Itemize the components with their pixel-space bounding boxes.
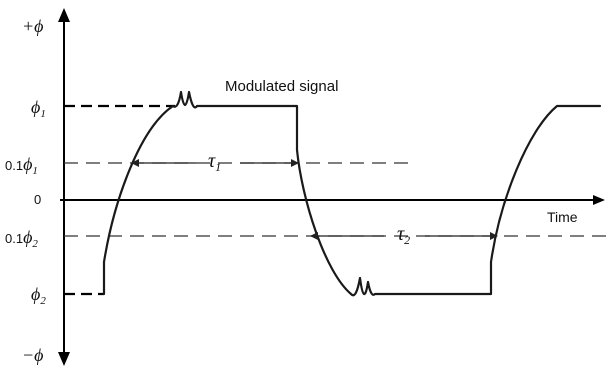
time-axis bbox=[60, 195, 605, 205]
tenth-phi2-label: 0.1ϕ2 bbox=[5, 227, 38, 250]
modulated-signal-waveform bbox=[102, 90, 602, 297]
tau2-label: τ2 bbox=[397, 223, 410, 247]
time-axis-label: Time bbox=[547, 209, 578, 225]
phi1-label: ϕ1 bbox=[31, 97, 46, 120]
phi2-label: ϕ2 bbox=[31, 284, 46, 307]
y-axis-bottom-label: −ϕ bbox=[22, 345, 43, 365]
tau1-label: τ1 bbox=[208, 150, 221, 174]
tenth-phi1-label: 0.1ϕ1 bbox=[5, 154, 38, 177]
y-axis-down-arrow bbox=[58, 352, 70, 366]
time-axis-arrow bbox=[593, 195, 605, 205]
y-axis-top-label: +ϕ bbox=[22, 16, 43, 36]
zero-label: 0 bbox=[34, 192, 41, 207]
y-axis-up-arrow bbox=[58, 8, 70, 22]
modulated-signal-label: Modulated signal bbox=[225, 78, 338, 95]
y-axis bbox=[58, 8, 70, 366]
